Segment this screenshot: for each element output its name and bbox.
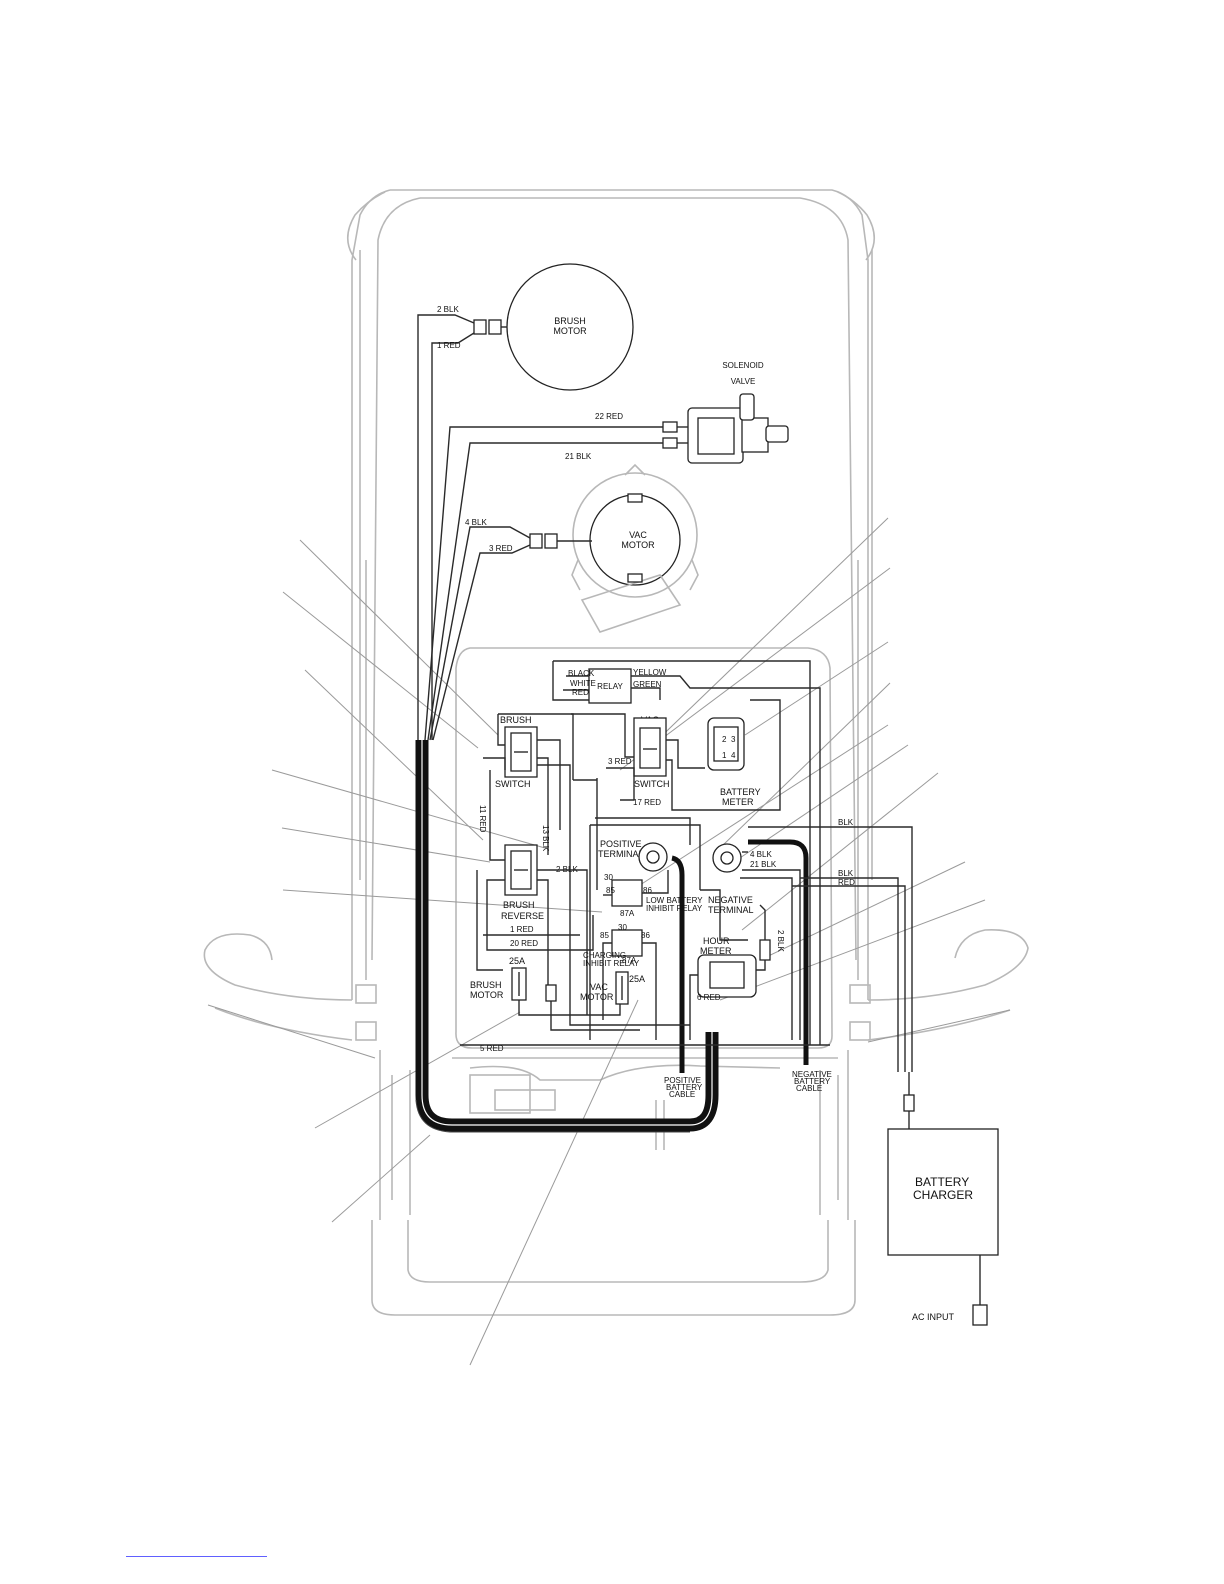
- relay-pin-85-b: 85: [600, 931, 609, 940]
- vac-motor: VAC MOTOR: [529, 463, 699, 633]
- solenoid-label-1: SOLENOID: [722, 361, 764, 370]
- negative-cable-label-2: BATTERY: [794, 1077, 831, 1086]
- wire-4blk-neg: 4 BLK: [750, 850, 772, 859]
- relay-pin-30-a: 30: [604, 873, 613, 882]
- brush-switch-label-1: BRUSH: [500, 715, 532, 725]
- positive-cable-label-1: POSITIVE: [664, 1076, 701, 1085]
- brush-switch-label-2: SWITCH: [495, 779, 531, 789]
- control-panel: RELAY BLACK WHITE RED YELLOW GREEN BRUSH…: [460, 660, 830, 1053]
- machine-outline: [203, 189, 1029, 1316]
- battery-charger-label-1: BATTERY: [915, 1175, 969, 1189]
- footer-link-underline[interactable]: [126, 1556, 267, 1557]
- cable-labels: POSITIVE BATTERY CABLE NEGATIVE BATTERY …: [664, 1070, 832, 1099]
- solenoid-label-2: VALVE: [731, 377, 756, 386]
- wire-21blk: 21 BLK: [565, 452, 592, 461]
- wire-2blk-hm: 2 BLK: [776, 930, 785, 952]
- relay-wire-red: RED: [572, 688, 589, 697]
- wire-1red-top: 1 RED: [437, 341, 461, 350]
- fuse-brush-label-1: BRUSH: [470, 980, 502, 990]
- vac-motor-connector: [529, 533, 543, 549]
- fuse-brush-rating: 25A: [509, 956, 525, 966]
- relay-pin-85-a: 85: [606, 886, 615, 895]
- vac-motor-label-1: VAC: [629, 530, 647, 540]
- charger-section: BLK BLK RED BATTERY CHARGER AC INPUT: [748, 818, 999, 1326]
- wire-4blk: 4 BLK: [465, 518, 487, 527]
- charger-wire-blk-2: BLK: [838, 869, 854, 878]
- svg-text:4: 4: [731, 751, 736, 760]
- battery-meter-label-2: METER: [722, 797, 754, 807]
- wire-5red: 5 RED: [480, 1044, 504, 1053]
- wire-21blk-neg: 21 BLK: [750, 860, 777, 869]
- low-battery-relay: [611, 879, 643, 907]
- relay-wire-black: BLACK: [568, 669, 595, 678]
- battery-charger: [887, 1128, 999, 1256]
- battery-meter-label-1: BATTERY: [720, 787, 761, 797]
- hour-meter-label-1: HOUR: [703, 936, 730, 946]
- charging-relay-label-2: INHIBIT RELAY: [583, 959, 640, 968]
- relay-pin-86-a: 86: [643, 886, 652, 895]
- relay-label: RELAY: [597, 682, 623, 691]
- wire-2blk-top: 2 BLK: [437, 305, 459, 314]
- negative-cable-label-1: NEGATIVE: [792, 1070, 832, 1079]
- wire-harness: [415, 740, 809, 1133]
- wire-17red: 17 RED: [633, 798, 661, 807]
- wire-3red-switch: 3 RED: [608, 757, 632, 766]
- brush-motor-connector: [473, 319, 487, 335]
- fuse-vac-label-2: MOTOR: [580, 992, 614, 1002]
- wire-22red: 22 RED: [595, 412, 623, 421]
- negative-battery-cable: [748, 839, 809, 1065]
- brush-motor-label-2: MOTOR: [553, 326, 587, 336]
- wire-13blk: 13 BLK: [541, 825, 550, 852]
- vac-switch-label-2: SWITCH: [634, 779, 670, 789]
- positive-terminal-label-2: TERMINAL: [598, 849, 644, 859]
- positive-terminal-label-1: POSITIVE: [600, 839, 642, 849]
- svg-text:1: 1: [722, 751, 727, 760]
- relay-pin-86-b: 86: [641, 931, 650, 940]
- hour-meter-label-2: METER: [700, 946, 732, 956]
- brush-reverse-label-2: REVERSE: [501, 911, 544, 921]
- solenoid-connector: [662, 421, 678, 433]
- low-battery-relay-label-2: INHIBIT RELAY: [646, 904, 703, 913]
- battery-meter-digit-2: 2: [722, 735, 727, 744]
- relay-pin-87a-b: 87A: [622, 956, 637, 965]
- charger-connector: [903, 1094, 915, 1112]
- relay-wire-yellow: YELLOW: [633, 668, 667, 677]
- wire-1red-rev: 1 RED: [510, 925, 534, 934]
- ac-plug: [972, 1304, 988, 1326]
- relay: [588, 668, 632, 704]
- relay-pin-87a-a: 87A: [620, 909, 635, 918]
- negative-cable-label-3: CABLE: [796, 1084, 822, 1093]
- vac-motor-label-2: MOTOR: [621, 540, 655, 550]
- fuse-brush-label-2: MOTOR: [470, 990, 504, 1000]
- brush-motor: BRUSH MOTOR: [473, 263, 634, 391]
- wire-20red: 20 RED: [510, 939, 538, 948]
- battery-charger-label-2: CHARGER: [913, 1188, 973, 1202]
- wire-6red-hm: 6 RED: [697, 993, 721, 1002]
- brush-motor-label-1: BRUSH: [554, 316, 586, 326]
- ac-input-label: AC INPUT: [912, 1312, 955, 1322]
- upper-wiring: 2 BLK 1 RED 22 RED 21 BLK 4 BLK 3 RED: [417, 305, 663, 741]
- positive-cable-label-3: CABLE: [669, 1090, 695, 1099]
- fuse-vac-rating: 25A: [629, 974, 645, 984]
- negative-terminal-label-1: NEGATIVE: [708, 895, 753, 905]
- charger-wire-red: RED: [838, 878, 855, 887]
- charging-relay-label-1: CHARGING: [583, 951, 626, 960]
- negative-terminal-label-2: TERMINAL: [708, 905, 754, 915]
- wire-11red: 11 RED: [478, 805, 487, 833]
- relay-pin-30-b: 30: [618, 923, 627, 932]
- solenoid-valve: SOLENOID VALVE: [662, 361, 789, 464]
- relay-wire-white: WHITE: [570, 679, 596, 688]
- relay-wire-green: GREEN: [633, 680, 662, 689]
- low-battery-relay-label-1: LOW BATTERY: [646, 896, 703, 905]
- positive-battery-cable: [671, 855, 685, 1073]
- brush-reverse-label-1: BRUSH: [503, 900, 535, 910]
- charger-wire-blk-1: BLK: [838, 818, 854, 827]
- wire-3red: 3 RED: [489, 544, 513, 553]
- fuse-vac-label-1: VAC: [590, 982, 608, 992]
- positive-cable-label-2: BATTERY: [666, 1083, 703, 1092]
- svg-text:3: 3: [731, 735, 736, 744]
